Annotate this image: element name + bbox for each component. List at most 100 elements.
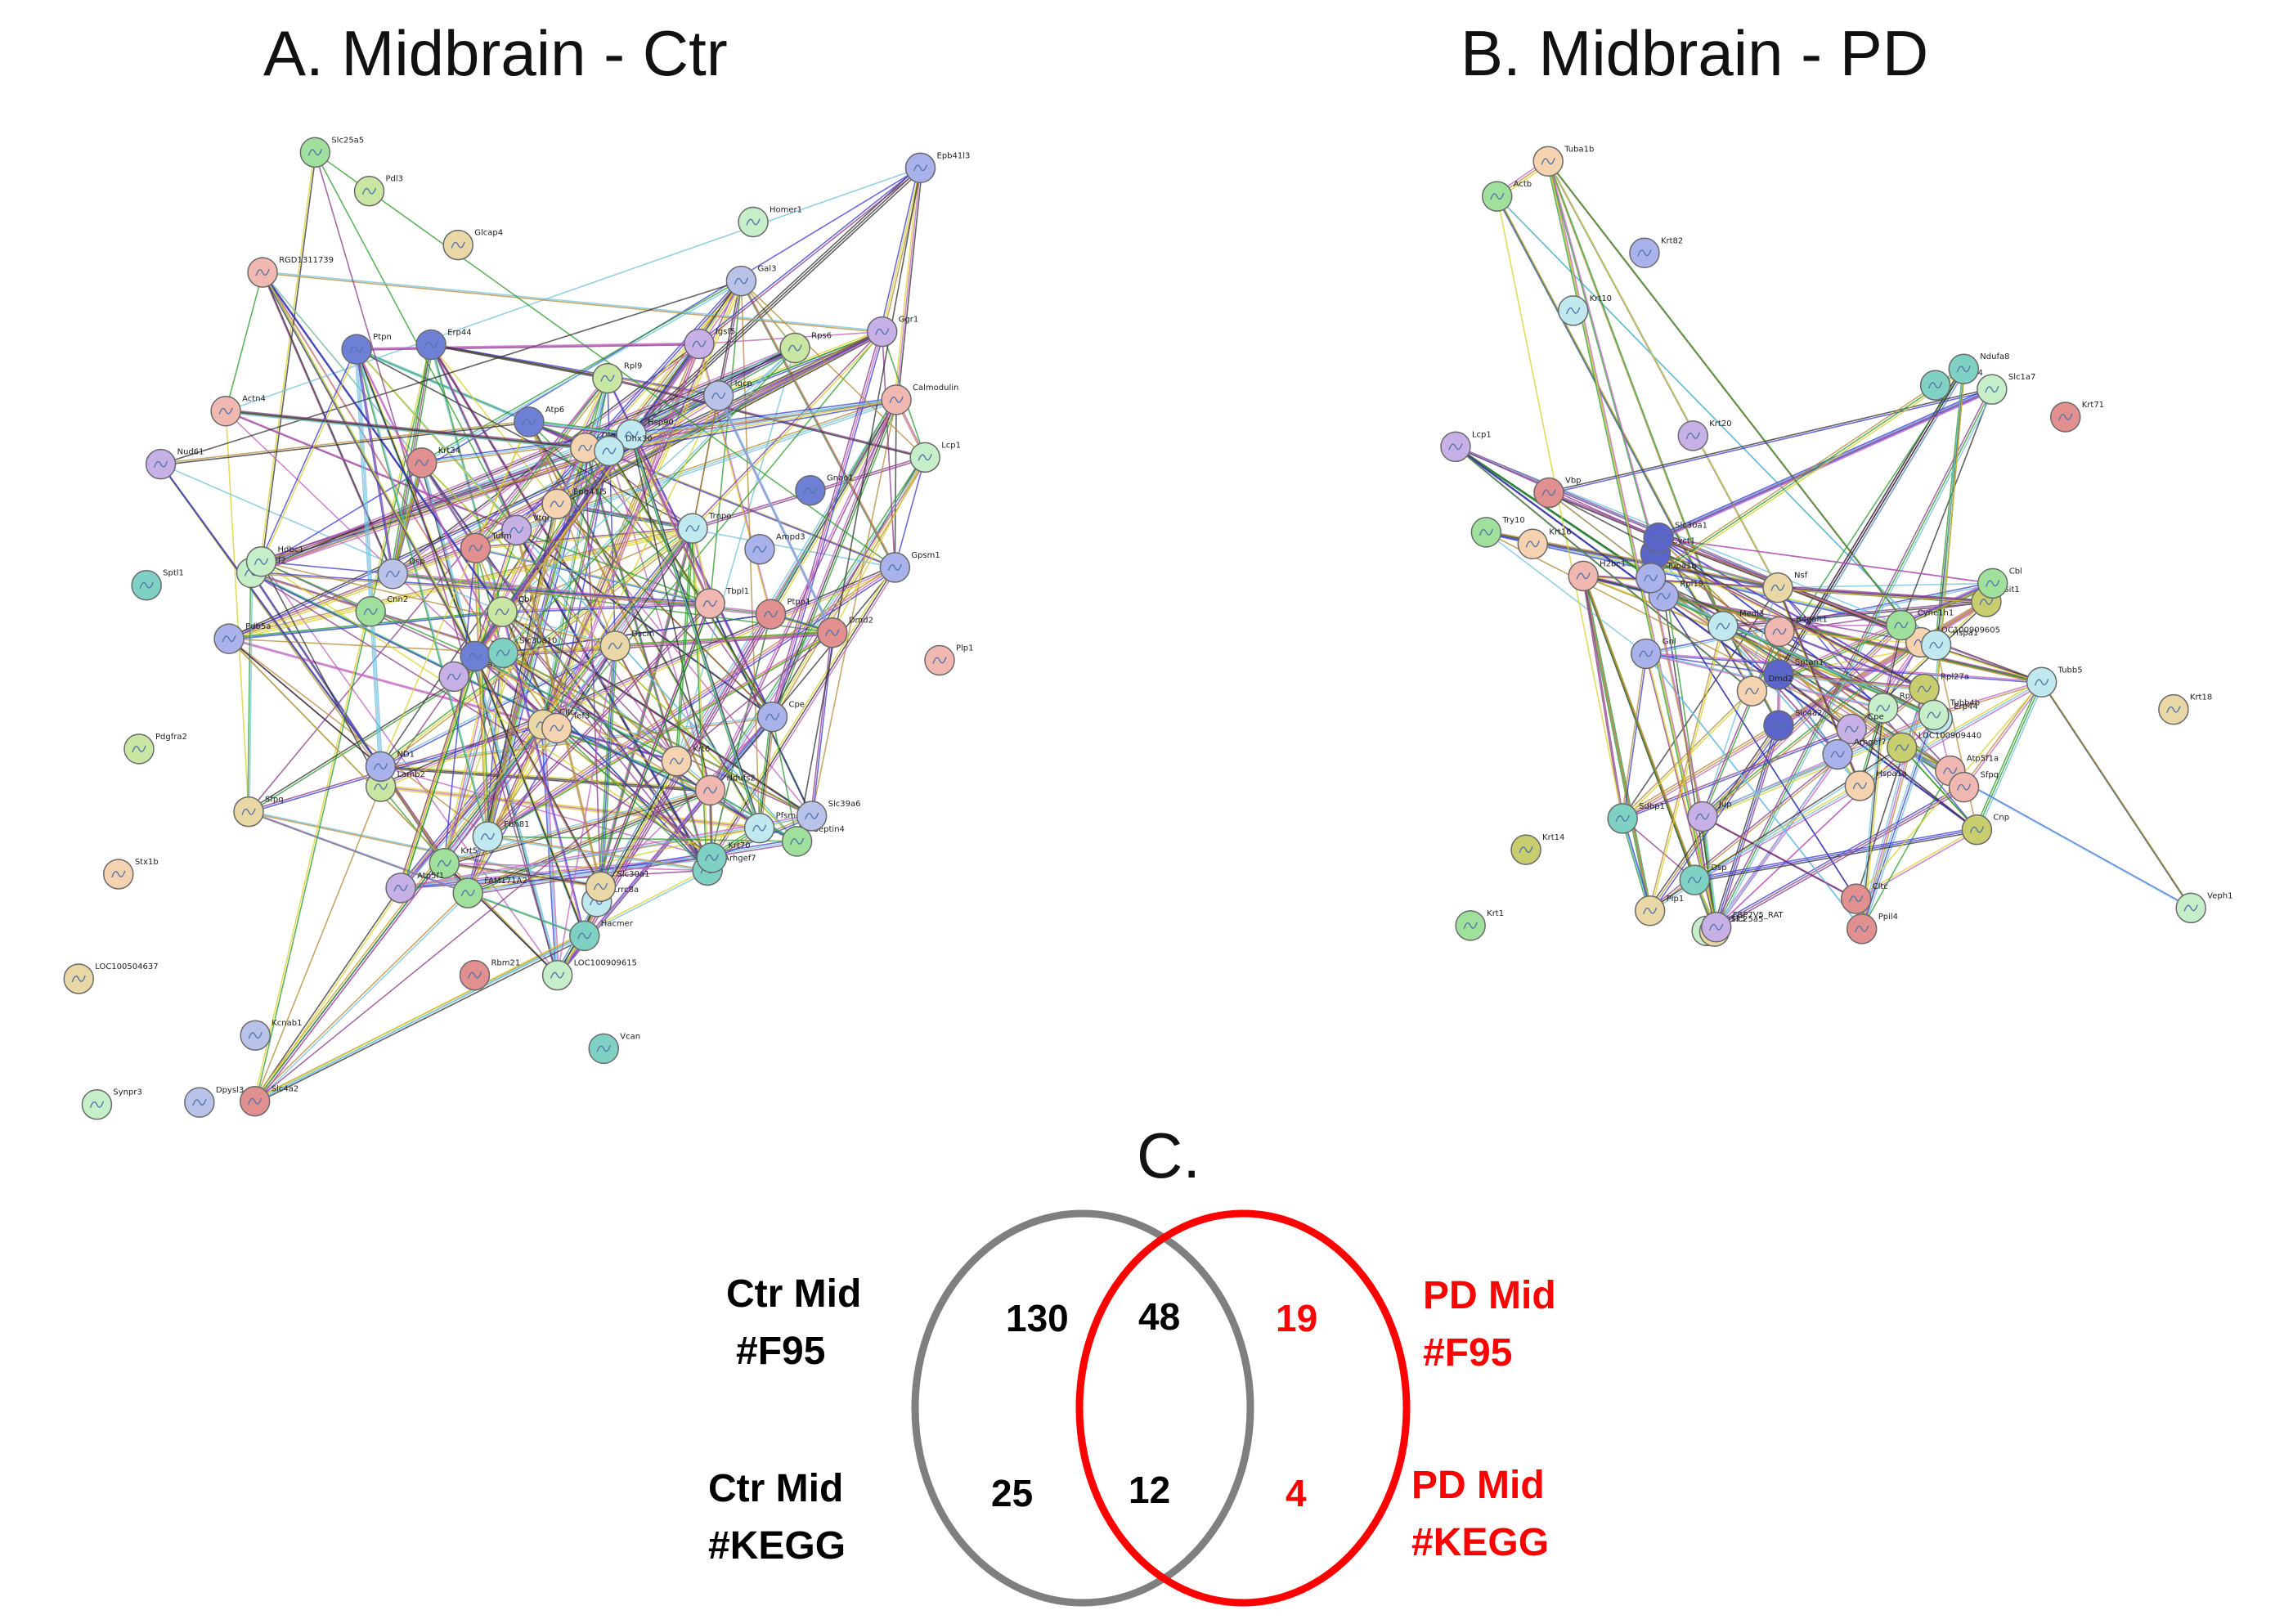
network-edge [488,837,709,873]
network-edge [473,654,676,761]
protein-structure-glyph [1771,671,1786,679]
protein-node: Krt71 [2049,401,2104,433]
protein-structure-glyph [451,241,465,249]
network-edge [501,346,795,653]
protein-node-label: Ndufa8 [1980,352,2009,361]
protein-structure-glyph [192,1098,207,1106]
protein-structure-glyph [1648,550,1663,557]
protein-node-label: Slc1a7 [2008,373,2035,382]
network-edge [1549,162,1923,644]
protein-node-label: Homer1 [770,205,802,214]
protein-node-label: Gnao1 [827,474,854,483]
network-edge [466,839,796,892]
network-edge [501,651,812,816]
protein-node-label: ND1 [397,750,415,759]
network-edge [541,450,609,725]
protein-structure-glyph [608,642,622,650]
protein-node-label: Veph1 [2207,891,2232,900]
protein-node-label: Vtgr [533,514,551,523]
network-edge [674,397,895,760]
network-edge [356,348,693,529]
protein-node-label: Fbh81 [504,820,529,829]
network-edge [894,166,920,398]
protein-node-label: Nud61 [177,448,204,457]
network-nodes: Krt10Krt16Krt20Krt15Krt14Krt82Krt1Krt71K… [1440,145,2232,947]
network-edge [1546,490,1658,537]
network-edge [1486,532,1901,626]
network-edge [249,573,254,813]
venn-label-pd-f95-line1: PD Mid [1423,1274,1556,1317]
network-edge [488,568,897,839]
protein-node: Pdl3 [353,175,403,207]
network-edge [629,432,709,603]
network-edge [1547,161,1717,927]
network-edge [758,716,774,828]
protein-structure-glyph [550,725,564,732]
protein-node: Hsp90 [616,418,674,451]
protein-structure-glyph [248,1031,263,1039]
network-edge [476,379,610,550]
network-edge [584,447,602,887]
network-edge [357,349,490,838]
protein-structure-glyph [711,392,726,400]
protein-node-label: Slc30a1 [617,870,650,879]
protein-node: Krt34 [406,446,460,478]
network-edge [261,153,317,563]
network-edge [1714,784,1963,926]
network-edge [629,433,759,827]
protein-structure-glyph [1519,846,1533,854]
protein-node-label: Ampd3 [776,533,805,542]
protein-node-label: Tuba1b [1667,562,1697,571]
protein-node: Sptan1 [1763,658,1824,690]
protein-node-label: Cnn2 [387,595,408,604]
network-edge [1549,163,1719,929]
network-edge [229,331,884,640]
protein-node-label: Sptan1 [1795,658,1824,667]
protein-node: Pdgfra2 [123,733,187,765]
protein-structure-glyph [1656,592,1672,600]
protein-node-label: Dsp [409,558,424,567]
protein-node-label: Slc25a5 [331,136,364,145]
network-edge [251,347,796,574]
protein-node-label: Tbpl1 [725,587,749,596]
network-edge [630,167,922,435]
protein-structure-glyph [468,653,482,660]
protein-structure-glyph [1830,751,1845,758]
venn-label-pd-kegg-line1: PD Mid [1411,1464,1545,1507]
network-edge [895,168,922,400]
network-edge [675,348,796,762]
protein-node-label: Slc4a2 [271,1085,298,1094]
network-nodes: Kcnab1VcanLOC100504637Pdl3Synpr3Plp1Slc1… [63,136,974,1120]
protein-node: Sfpq [233,796,284,828]
protein-node: Gnao1 [795,474,854,506]
network-edge [255,888,402,1103]
network-edge [1703,642,1923,819]
network-edge [402,532,519,891]
network-edge [601,647,618,889]
protein-node-label: Eef2 [267,556,285,565]
protein-node-label: Lamb2 [397,770,425,779]
network-edge [586,615,774,938]
protein-node-label: Cbl [518,595,532,604]
network-edge [159,420,528,464]
network-edge [1584,577,1653,913]
protein-structure-glyph [132,745,146,753]
network-edge [832,456,926,634]
network-edge [501,347,796,612]
network-edge [379,644,615,767]
protein-node-label: Atp5f1a [1967,755,1999,764]
network-edge [249,725,545,814]
protein-node: Rpl27a [1909,672,1969,705]
network-edge [314,151,518,531]
network-edge [262,271,882,332]
protein-node: Hspa1 [1920,629,1978,661]
protein-structure-glyph [1687,876,1702,884]
network-edge [1582,575,1622,819]
protein-node: Cltc [1840,882,1888,914]
network-edge [1622,818,1695,881]
protein-node: Sdbp1 [1607,802,1665,834]
network-edge [897,169,923,402]
network-edge [1546,159,1723,626]
protein-node: Glcap4 [442,229,503,261]
